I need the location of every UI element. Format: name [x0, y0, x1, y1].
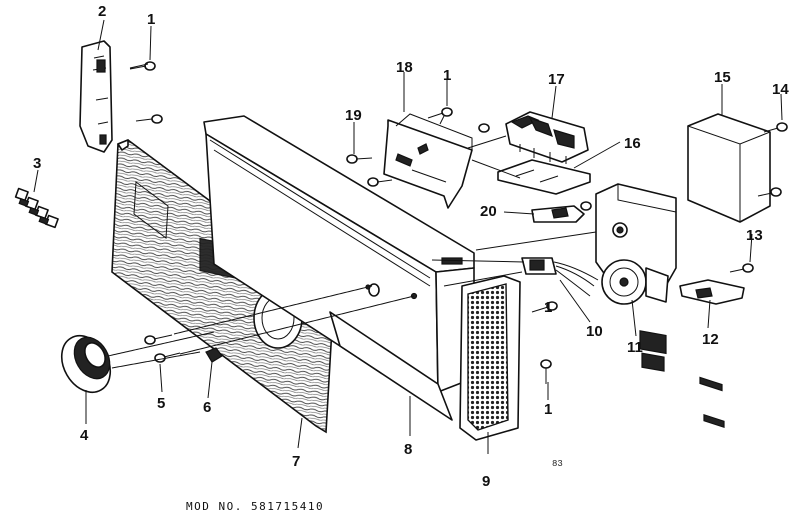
callout-labels: 2 1 18 1 17 15 14 3 19 16 20 13 1 10 11 … — [33, 3, 789, 513]
bracket-screw-19-part — [346, 154, 373, 164]
callout-7: 7 — [292, 453, 300, 470]
timer-screw-part — [580, 201, 592, 211]
callout-15: 15 — [714, 69, 731, 86]
callout-1c: 1 — [544, 299, 552, 316]
callout-8: 8 — [404, 441, 412, 458]
callout-19: 19 — [345, 107, 362, 124]
panel-screw-upper-part — [144, 334, 173, 345]
cover-screw-top-part — [763, 122, 788, 133]
model-number-label: MOD NO. 581715410 — [186, 500, 324, 513]
callout-1d: 1 — [544, 401, 552, 418]
callout-16: 16 — [624, 135, 641, 152]
callout-4: 4 — [80, 427, 89, 444]
bracket-screw-13-part — [729, 263, 754, 273]
cover-screw-bottom-part — [757, 187, 782, 197]
timer-cover-part — [687, 113, 771, 429]
callout-13: 13 — [746, 227, 763, 244]
timer-bracket-part — [679, 279, 745, 305]
bracket-screw-top-part — [427, 107, 453, 119]
switch-mount-plate-part — [497, 159, 591, 195]
bracket-screw-lower-part — [135, 114, 163, 124]
timer-motor-part — [595, 183, 677, 372]
page-code: 83 — [552, 459, 563, 469]
callout-12: 12 — [702, 331, 719, 348]
callout-3: 3 — [33, 155, 41, 172]
callout-9: 9 — [482, 473, 490, 490]
mesh-lens-part — [459, 275, 521, 441]
indicator-button-part — [205, 347, 223, 363]
switch-bracket-part — [383, 113, 473, 209]
bracket-screw-upper-part — [129, 61, 156, 71]
callout-20: 20 — [480, 203, 497, 220]
control-knob-part — [60, 334, 112, 394]
callout-11: 11 — [627, 339, 643, 356]
callout-5: 5 — [157, 395, 165, 412]
callout-2: 2 — [98, 3, 106, 20]
callout-1a: 1 — [147, 11, 155, 28]
bracket-screw-19b-part — [367, 177, 393, 187]
lens-screw-lower-part — [540, 359, 552, 384]
callout-17: 17 — [548, 71, 565, 88]
callout-10: 10 — [586, 323, 603, 340]
end-bracket-part — [79, 40, 113, 153]
rocker-switch-part — [505, 111, 589, 164]
wire-connector-part — [521, 257, 599, 297]
callout-14: 14 — [772, 81, 789, 98]
callout-6: 6 — [203, 399, 211, 416]
callout-18: 18 — [396, 59, 413, 76]
callout-1b: 1 — [443, 67, 451, 84]
push-buttons-part — [14, 187, 59, 229]
bracket-screw-mid-part — [478, 123, 490, 133]
leader-lines — [33, 19, 783, 454]
timer-clip-part — [531, 205, 585, 223]
lens-screw-upper-part — [531, 301, 558, 313]
